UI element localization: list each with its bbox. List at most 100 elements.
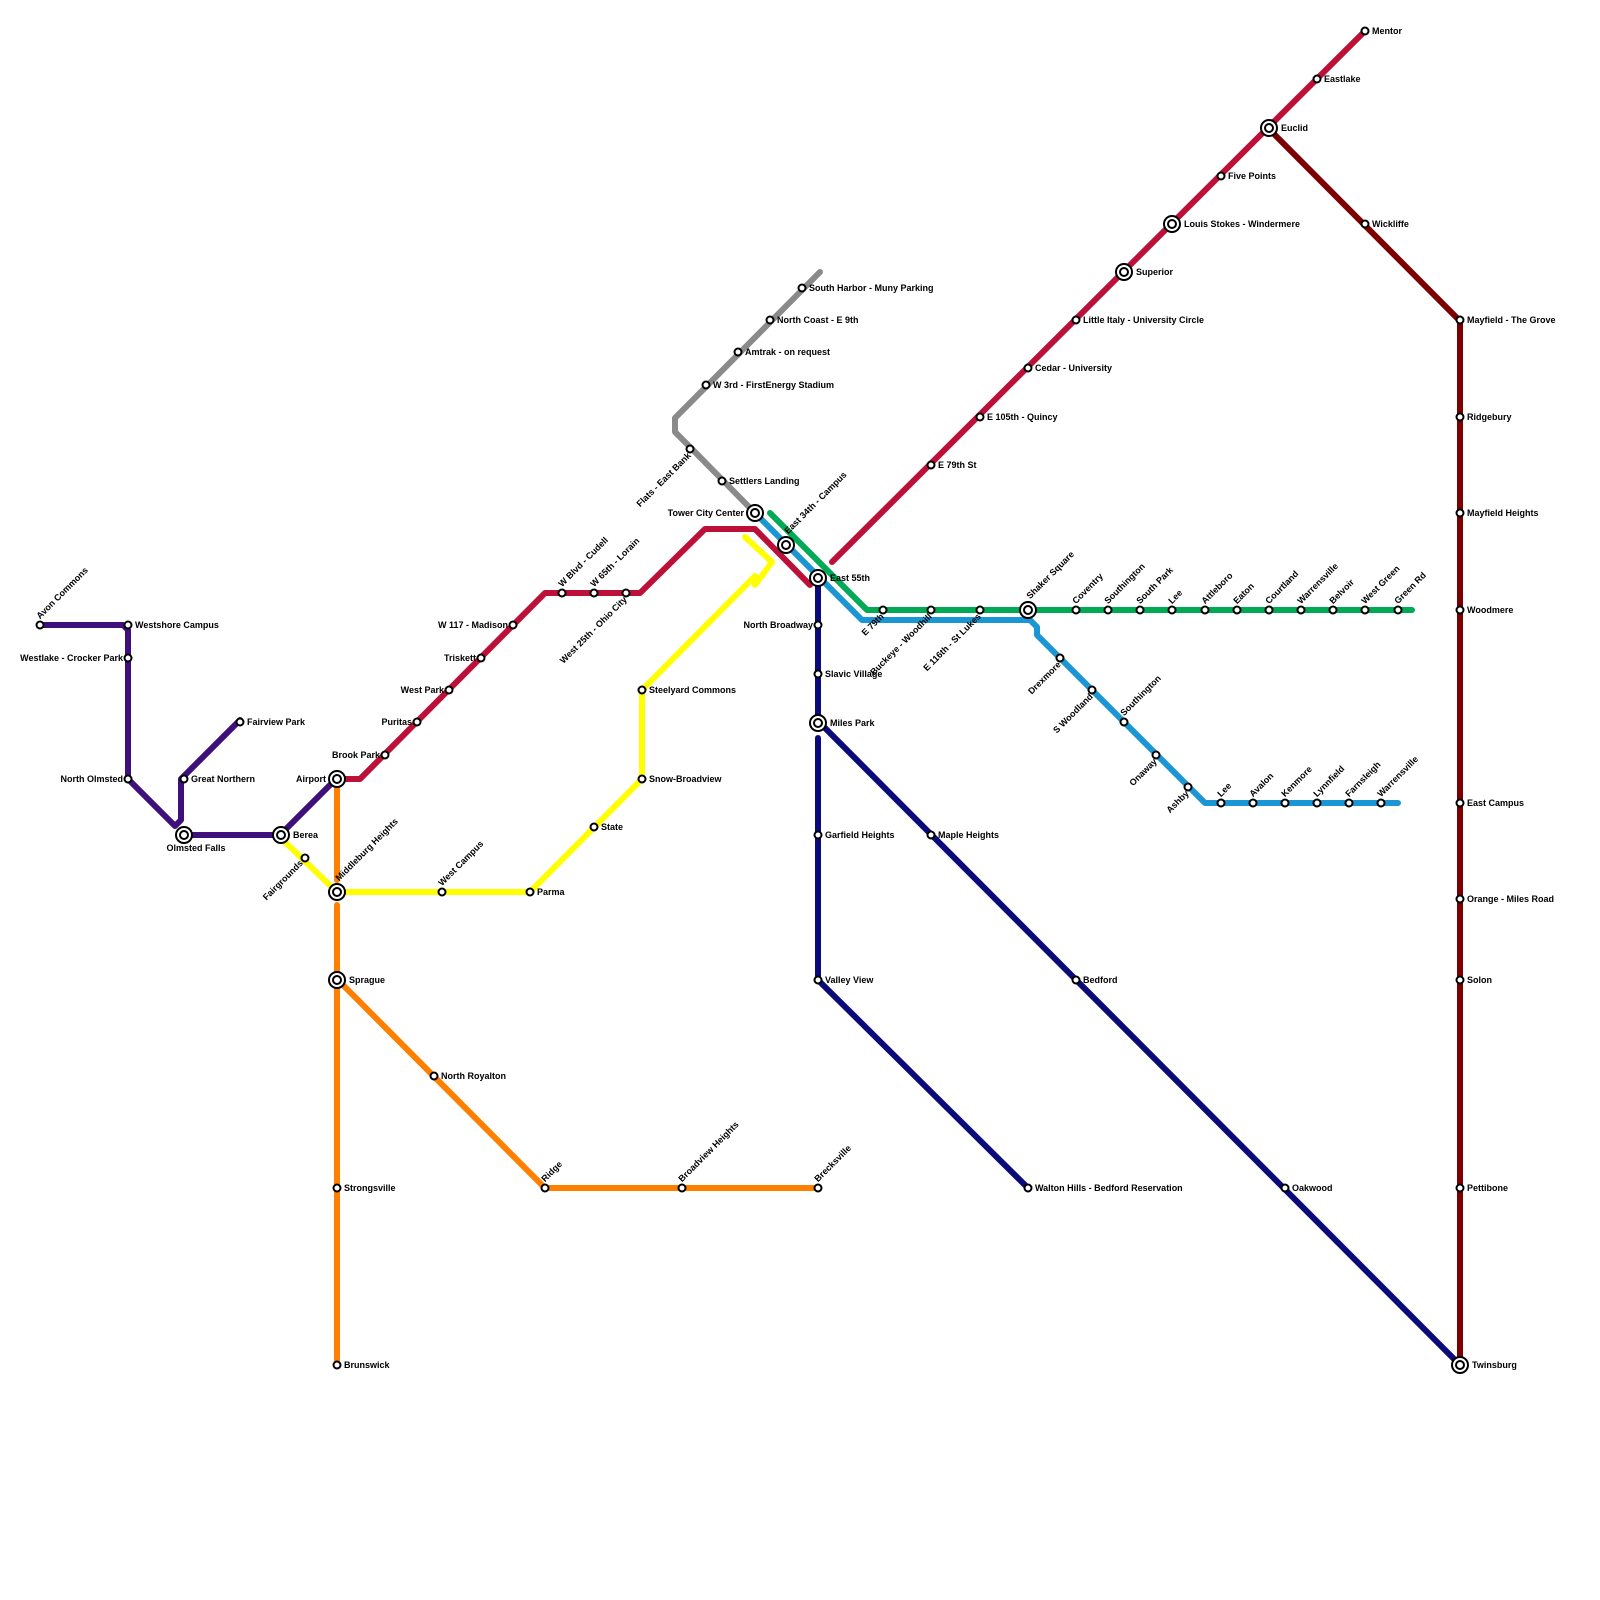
station[interactable]: W 3rd - FirstEnergy Stadium (701, 380, 835, 390)
station-marker[interactable] (1455, 315, 1465, 325)
station-marker[interactable] (813, 620, 823, 630)
station[interactable]: Mentor (1360, 26, 1403, 36)
station[interactable]: West Park (401, 685, 454, 695)
station-marker[interactable] (300, 853, 310, 863)
station[interactable]: Triskett (444, 653, 486, 663)
station-marker[interactable] (1312, 74, 1322, 84)
station[interactable]: North Broadway (743, 620, 823, 630)
station-marker[interactable] (1119, 717, 1129, 727)
station[interactable]: Five Points (1216, 171, 1277, 181)
station[interactable]: South Harbor - Muny Parking (797, 283, 934, 293)
station[interactable]: Oakwood (1280, 1183, 1333, 1193)
station[interactable]: Solon (1455, 975, 1493, 985)
station-marker[interactable] (540, 1183, 550, 1193)
station-marker[interactable] (813, 669, 823, 679)
station-marker[interactable] (926, 460, 936, 470)
station[interactable]: Eastlake (1312, 74, 1361, 84)
station-marker[interactable] (444, 685, 454, 695)
station-marker[interactable] (733, 347, 743, 357)
station[interactable]: North Olmsted (60, 774, 133, 784)
station[interactable]: Maple Heights (926, 830, 1000, 840)
station-marker[interactable] (1087, 685, 1097, 695)
station-marker[interactable] (1135, 605, 1145, 615)
station[interactable]: Attleboro (1199, 570, 1235, 615)
station-marker[interactable] (797, 283, 807, 293)
station-marker[interactable] (701, 380, 711, 390)
station-marker[interactable] (1216, 798, 1226, 808)
station[interactable]: E 79th St (926, 460, 977, 470)
station[interactable]: Slavic Village (813, 669, 883, 679)
station-marker[interactable] (1071, 975, 1081, 985)
station[interactable]: Brook Park (332, 750, 390, 760)
station-marker[interactable] (1360, 219, 1370, 229)
station[interactable]: Brunswick (332, 1360, 391, 1370)
station-marker[interactable] (429, 1071, 439, 1081)
station[interactable]: Southington (1118, 673, 1163, 727)
station-marker[interactable] (123, 653, 133, 663)
station[interactable]: W Blvd - Cudell (556, 535, 610, 598)
station-marker[interactable] (637, 774, 647, 784)
station-marker[interactable] (35, 620, 45, 630)
station-marker[interactable] (765, 315, 775, 325)
station-marker[interactable] (1151, 750, 1161, 760)
station[interactable]: Snow-Broadview (637, 774, 723, 784)
station[interactable]: Little Italy - University Circle (1071, 315, 1205, 325)
station[interactable]: Pettibone (1455, 1183, 1509, 1193)
station[interactable]: Courtland (1263, 569, 1300, 615)
station-marker[interactable] (1200, 605, 1210, 615)
station-marker[interactable] (1455, 508, 1465, 518)
station-marker[interactable] (1296, 605, 1306, 615)
station[interactable]: East Campus (1455, 798, 1525, 808)
station-marker[interactable] (813, 1183, 823, 1193)
station-marker[interactable] (926, 605, 936, 615)
station-marker[interactable] (1216, 171, 1226, 181)
station-marker[interactable] (637, 685, 647, 695)
station[interactable]: Twinsburg (1451, 1356, 1517, 1374)
station-marker[interactable] (123, 620, 133, 630)
station[interactable]: Steelyard Commons (637, 685, 737, 695)
station-marker[interactable] (1393, 605, 1403, 615)
station[interactable]: West 25th - Ohio City (558, 588, 631, 666)
station[interactable]: Berea (272, 826, 319, 844)
station[interactable]: Puritas (381, 717, 422, 727)
station-marker[interactable] (878, 605, 888, 615)
station-marker[interactable] (1071, 315, 1081, 325)
station-marker[interactable] (123, 774, 133, 784)
station-marker[interactable] (508, 620, 518, 630)
station[interactable]: E 105th - Quincy (975, 412, 1058, 422)
station[interactable]: Drexmore (1026, 653, 1065, 697)
station[interactable]: Farnsleigh (1343, 760, 1383, 808)
station[interactable]: Mayfield - The Grove (1455, 315, 1556, 325)
station-marker[interactable] (1280, 798, 1290, 808)
station[interactable]: Louis Stokes - Windermere (1163, 215, 1300, 233)
station-marker[interactable] (685, 444, 695, 454)
station-marker[interactable] (557, 588, 567, 598)
station[interactable]: Garfield Heights (813, 830, 895, 840)
station[interactable]: Westlake - Crocker Park (20, 653, 133, 663)
station-marker[interactable] (926, 830, 936, 840)
station[interactable]: W 117 - Madison (438, 620, 518, 630)
station-marker[interactable] (975, 605, 985, 615)
station[interactable]: Settlers Landing (717, 476, 800, 486)
station-marker[interactable] (179, 774, 189, 784)
station[interactable]: Warrensville (1375, 754, 1420, 808)
station[interactable]: Orange - Miles Road (1455, 894, 1555, 904)
station-marker[interactable] (1360, 26, 1370, 36)
station-marker[interactable] (813, 975, 823, 985)
station[interactable]: Wickliffe (1360, 219, 1409, 229)
station-marker[interactable] (677, 1183, 687, 1193)
station[interactable]: Ashby (1164, 782, 1193, 815)
station[interactable]: North Coast - E 9th (765, 315, 859, 325)
station-marker[interactable] (1280, 1183, 1290, 1193)
station[interactable]: Broadview Heights (676, 1119, 741, 1193)
station-marker[interactable] (1055, 653, 1065, 663)
station-marker[interactable] (332, 1360, 342, 1370)
station[interactable]: Walton Hills - Bedford Reservation (1023, 1183, 1183, 1193)
station[interactable]: Flats - East Bank (634, 444, 695, 509)
station[interactable]: Brecksville (812, 1143, 853, 1193)
station-marker[interactable] (437, 887, 447, 897)
station[interactable]: Olmsted Falls (166, 826, 226, 853)
station[interactable]: Valley View (813, 975, 875, 985)
station[interactable]: Sprague (328, 971, 385, 989)
station-marker[interactable] (1232, 605, 1242, 615)
